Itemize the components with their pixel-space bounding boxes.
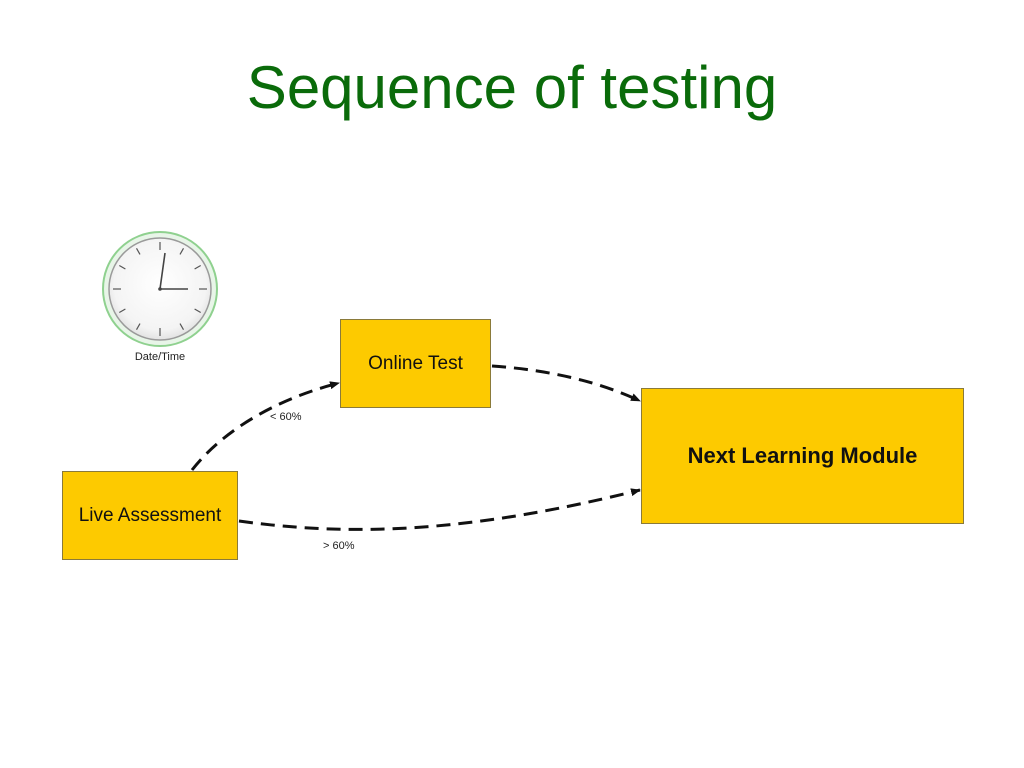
clock-icon: [102, 231, 218, 347]
edge-online-to-next: [491, 364, 641, 403]
edge-label-below-threshold: < 60%: [270, 411, 302, 423]
live-assessment-node: Live Assessment: [62, 471, 238, 560]
next-learning-module-node: Next Learning Module: [641, 388, 964, 524]
edge-label-above-threshold: > 60%: [323, 540, 355, 552]
page-title: Sequence of testing: [246, 54, 778, 121]
edge-live-to-next: [238, 488, 641, 531]
online-test-node: Online Test: [340, 319, 491, 408]
edge-live-to-online: [190, 381, 340, 471]
clock-caption: Date/Time: [134, 351, 186, 363]
